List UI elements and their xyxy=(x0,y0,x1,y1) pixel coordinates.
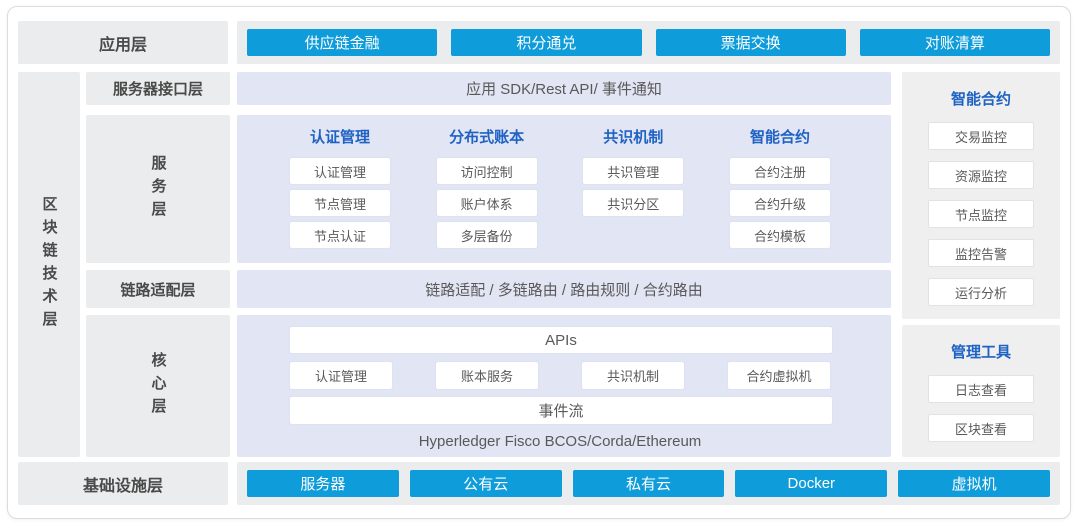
tech-layer-label: 区块链技术层 xyxy=(18,72,80,457)
monitor-item: 资源监控 xyxy=(928,161,1034,189)
service-item: 共识分区 xyxy=(583,190,684,216)
app-layer-label: 应用层 xyxy=(18,21,228,64)
app-layer-strip: 供应链金融 积分通兑 票据交换 对账清算 xyxy=(237,21,1060,64)
service-item: 合约注册 xyxy=(729,158,830,184)
service-item: 合约升级 xyxy=(729,190,830,216)
monitor-item: 监控告警 xyxy=(928,239,1034,267)
service-item: 节点认证 xyxy=(290,222,390,248)
adapter-layer-label: 链路适配层 xyxy=(86,270,230,308)
monitor-panel-title: 智能合约 xyxy=(950,91,1011,108)
infra-block-private-cloud: 私有云 xyxy=(572,470,725,497)
service-column-consensus: 共识机制 共识管理 共识分区 xyxy=(583,128,684,248)
core-layer-label: 核心层 xyxy=(86,315,230,457)
service-item: 共识管理 xyxy=(583,158,684,184)
tools-panel: 管理工具 日志查看 区块查看 xyxy=(902,325,1060,457)
service-item: 合约模板 xyxy=(729,222,830,248)
adapter-layer-content: 链路适配 / 多链路由 / 路由规则 / 合约路由 xyxy=(237,270,891,308)
infra-block-server: 服务器 xyxy=(247,470,399,497)
infra-layer-strip: 服务器 公有云 私有云 Docker 虚拟机 xyxy=(237,462,1060,505)
service-column-smart-contract: 智能合约 合约注册 合约升级 合约模板 xyxy=(729,128,830,248)
tools-item: 日志查看 xyxy=(928,375,1034,403)
service-column-ledger: 分布式账本 访问控制 账户体系 多层备份 xyxy=(436,128,537,248)
monitor-item: 交易监控 xyxy=(928,122,1034,150)
tools-item: 区块查看 xyxy=(928,414,1034,442)
app-block-supply-chain-finance: 供应链金融 xyxy=(247,29,438,56)
monitor-item: 节点监控 xyxy=(928,200,1034,228)
service-layer-label: 服务层 xyxy=(86,115,230,263)
infra-block-docker: Docker xyxy=(735,470,888,497)
service-item: 多层备份 xyxy=(436,222,537,248)
service-item: 访问控制 xyxy=(436,158,537,184)
service-column-auth: 认证管理 认证管理 节点管理 节点认证 xyxy=(290,128,390,248)
core-event-stream-bar: 事件流 xyxy=(290,397,832,424)
infra-block-vm: 虚拟机 xyxy=(898,470,1050,497)
monitor-panel: 智能合约 交易监控 资源监控 节点监控 监控告警 运行分析 xyxy=(902,72,1060,319)
core-platforms-text: Hyperledger Fisco BCOS/Corda/Ethereum xyxy=(418,433,702,450)
core-item: 认证管理 xyxy=(290,362,392,389)
infra-layer-label: 基础设施层 xyxy=(18,462,228,505)
app-block-bill-exchange: 票据交换 xyxy=(655,29,846,56)
core-item: 共识机制 xyxy=(582,362,684,389)
core-item: 账本服务 xyxy=(436,362,538,389)
service-item: 账户体系 xyxy=(436,190,537,216)
service-item: 节点管理 xyxy=(290,190,390,216)
interface-layer-content: 应用 SDK/Rest API/ 事件通知 xyxy=(237,72,891,105)
service-layer-box: 认证管理 认证管理 节点管理 节点认证 分布式账本 访问控制 账户体系 多层备份… xyxy=(237,115,891,263)
core-apis-bar: APIs xyxy=(290,327,832,353)
app-block-reconciliation: 对账清算 xyxy=(859,29,1050,56)
tools-panel-title: 管理工具 xyxy=(950,344,1011,361)
service-item: 认证管理 xyxy=(290,158,390,184)
core-item: 合约虚拟机 xyxy=(728,362,830,389)
interface-layer-label: 服务器接口层 xyxy=(86,72,230,105)
infra-block-public-cloud: 公有云 xyxy=(409,470,562,497)
core-layer-box: APIs 认证管理 账本服务 共识机制 合约虚拟机 事件流 Hyperledge… xyxy=(237,315,891,457)
monitor-item: 运行分析 xyxy=(928,278,1034,306)
app-block-points-exchange: 积分通兑 xyxy=(451,29,642,56)
